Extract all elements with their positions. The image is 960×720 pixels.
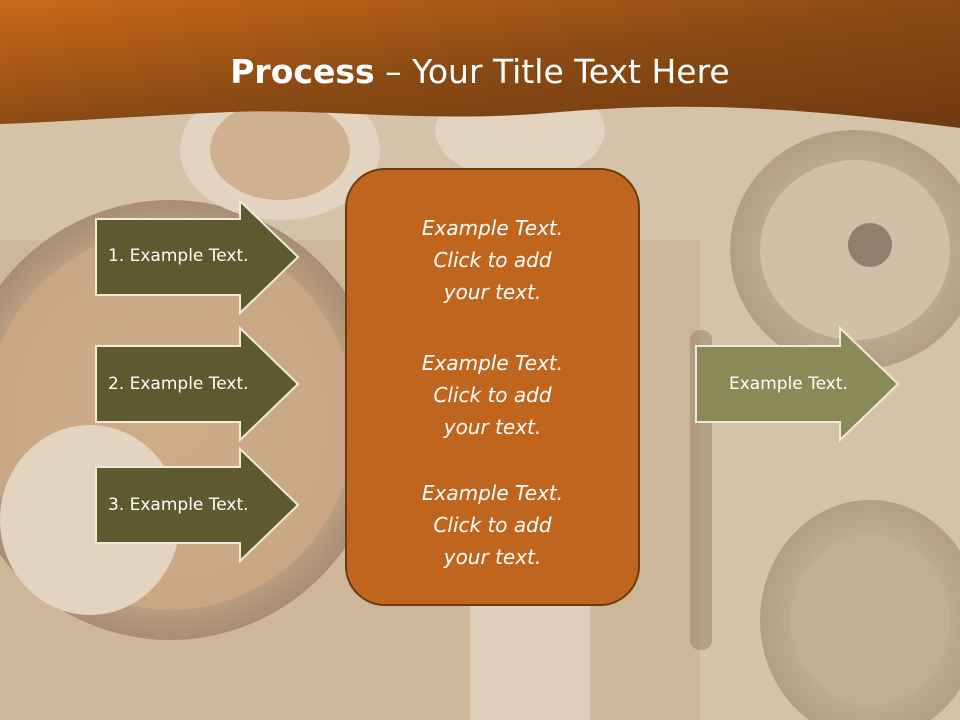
left-arrow-1-label: 1. Example Text. — [108, 246, 249, 266]
left-arrow-1 — [95, 198, 300, 316]
right-arrow — [695, 325, 900, 443]
right-arrow-label: Example Text. — [729, 374, 848, 394]
center-text-block-1[interactable]: Example Text. Click to add your text. — [421, 216, 564, 304]
left-arrow-2 — [95, 325, 300, 443]
center-text-block-3[interactable]: Example Text. Click to add your text. — [421, 481, 564, 569]
title-rest: – Your Title Text Here — [374, 52, 730, 91]
slide-title: Process – Your Title Text Here — [0, 52, 960, 91]
title-bold: Process — [230, 52, 375, 91]
center-text-box[interactable] — [345, 168, 640, 606]
left-arrow-2-label: 2. Example Text. — [108, 374, 249, 394]
left-arrow-3 — [95, 446, 300, 564]
center-text-block-2[interactable]: Example Text. Click to add your text. — [421, 351, 564, 439]
left-arrow-3-label: 3. Example Text. — [108, 495, 249, 515]
